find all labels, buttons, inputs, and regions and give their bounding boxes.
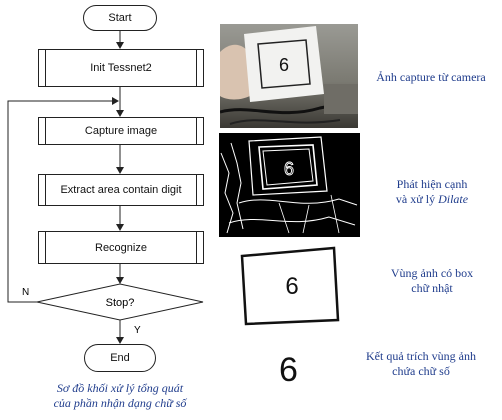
result-caption-line1: Kết quả trích vùng ảnh — [366, 349, 476, 363]
result-caption: Kết quả trích vùng ảnh chứa chữ số — [352, 349, 490, 379]
result-caption-line2: chứa chữ số — [392, 364, 450, 378]
edge-caption-line1: Phát hiện cạnh — [396, 177, 468, 191]
capture-caption-text: Ảnh capture từ camera — [376, 70, 486, 84]
extract-label: Extract area contain digit — [60, 184, 182, 196]
box-digit: 6 — [285, 273, 298, 300]
end-terminal: End — [84, 344, 156, 372]
capture-label: Capture image — [84, 125, 158, 137]
yes-label: Y — [134, 325, 141, 336]
flowchart-caption: Sơ đồ khối xử lý tổng quát của phần nhận… — [20, 381, 220, 411]
recognize-process: Recognize — [38, 231, 204, 264]
flowchart-caption-line2: của phần nhận dạng chữ số — [53, 396, 187, 410]
box-caption-line1: Vùng ảnh có box — [390, 266, 474, 280]
start-label: Start — [108, 12, 132, 24]
init-label: Init Tessnet2 — [90, 62, 152, 74]
no-label: N — [22, 287, 29, 298]
flowchart-caption-line1: Sơ đồ khối xử lý tổng quát — [56, 381, 184, 395]
capture-process: Capture image — [38, 117, 204, 145]
edge-digit: 6 — [284, 159, 294, 179]
init-process: Init Tessnet2 — [38, 49, 204, 87]
cropped-box-image: 6 — [240, 246, 340, 326]
decision-diamond — [36, 283, 204, 321]
extract-process: Extract area contain digit — [38, 174, 204, 206]
camera-capture-image: 6 — [220, 24, 358, 128]
edge-caption-line2: và xử lý Dilate — [372, 192, 492, 207]
box-caption: Vùng ảnh có box chữ nhật — [370, 266, 494, 296]
edge-detection-drawing: 6 — [220, 136, 358, 234]
end-label: End — [110, 352, 130, 364]
box-caption-line2: chữ nhật — [411, 281, 453, 295]
arrow-loop-no — [7, 97, 119, 303]
edge-caption-prefix: và xử lý — [395, 192, 439, 206]
camera-capture-drawing: 6 — [220, 26, 358, 125]
result-digit: 6 — [279, 351, 298, 389]
capture-digit: 6 — [279, 55, 289, 75]
edge-detection-image: 6 — [219, 133, 360, 237]
decision-label: Stop? — [106, 297, 135, 309]
capture-caption: Ảnh capture từ camera — [364, 70, 498, 85]
recognize-label: Recognize — [95, 241, 147, 254]
edge-caption: Phát hiện cạnh và xử lý Dilate — [372, 177, 492, 207]
edge-caption-italic: Dilate — [438, 192, 469, 206]
start-terminal: Start — [83, 5, 157, 31]
